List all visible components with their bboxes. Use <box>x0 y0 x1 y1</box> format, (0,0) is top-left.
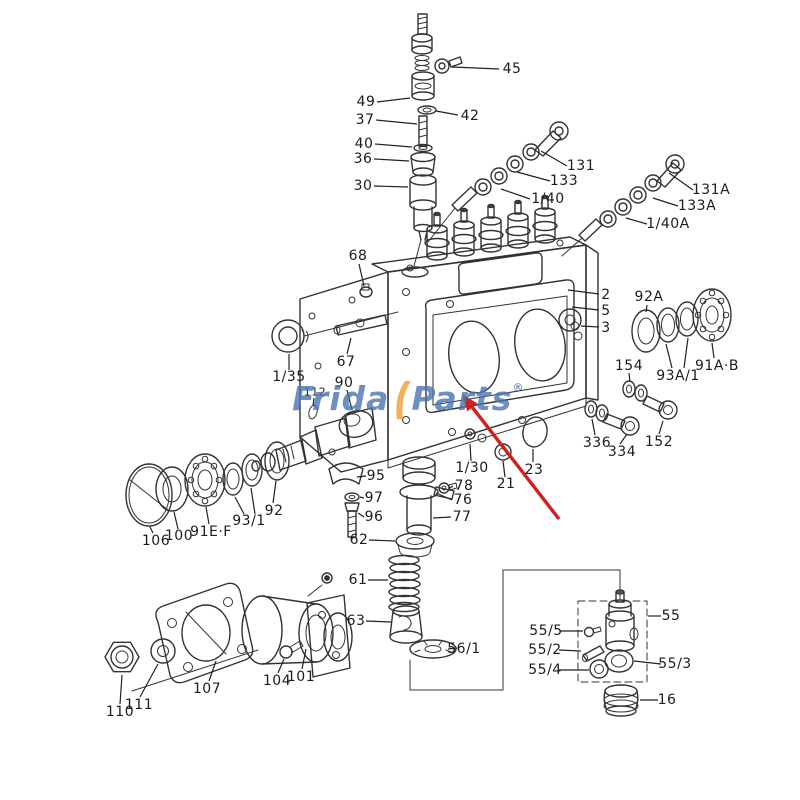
part-label-97: 97 <box>364 490 384 506</box>
watermark-text-right: Parts <box>411 379 513 418</box>
part-label-1-40: 1/40 <box>531 191 565 207</box>
part-label-2: 2 <box>601 287 611 303</box>
part-label-131A: 131A <box>691 182 731 198</box>
watermark-registered-mark: ® <box>512 381 525 394</box>
part-bearing-row-left <box>126 442 289 526</box>
part-label-55-4: 55/4 <box>528 662 562 678</box>
part-label-40: 40 <box>354 136 374 152</box>
part-bearing-row-right <box>632 289 731 352</box>
part-label-56-1: 56/1 <box>447 641 481 657</box>
part-label-111: 111 <box>124 697 154 713</box>
part-label-96: 96 <box>364 509 384 525</box>
part-label-61: 61 <box>348 572 368 588</box>
part-label-154: 154 <box>614 358 644 374</box>
part-label-5: 5 <box>601 303 611 319</box>
part-label-336: 336 <box>582 435 612 451</box>
part-label-68: 68 <box>348 248 368 264</box>
part-label-21: 21 <box>496 476 516 492</box>
part-bearing-cap-group <box>329 463 363 537</box>
part-label-133: 133 <box>549 173 579 189</box>
part-label-93-1: 93/1 <box>232 513 266 529</box>
part-washer-56-1 <box>410 640 456 658</box>
part-label-45: 45 <box>502 61 522 77</box>
part-label-1-35: 1/35 <box>272 369 306 385</box>
part-label-110: 110 <box>105 704 135 720</box>
part-label-23: 23 <box>524 462 544 478</box>
watermark-flame-icon <box>396 381 412 419</box>
part-label-133A: 133A <box>677 198 717 214</box>
part-valve-assembly-55 <box>410 570 647 716</box>
part-label-92: 92 <box>264 503 284 519</box>
pump-body <box>272 194 598 473</box>
part-spring-61 <box>308 556 420 612</box>
part-bolt-group-right <box>585 381 677 435</box>
part-label-36: 36 <box>353 151 373 167</box>
part-label-104: 104 <box>262 673 292 689</box>
part-label-334: 334 <box>607 444 637 460</box>
part-label-67: 67 <box>336 354 356 370</box>
red-arrow-annotation <box>462 394 559 519</box>
part-label-90: 90 <box>334 375 354 391</box>
part-label-55-2: 55/2 <box>528 642 562 658</box>
part-label-112: 112 <box>303 385 327 399</box>
part-label-92A: 92A <box>634 289 664 305</box>
part-label-95: 95 <box>366 468 386 484</box>
part-label-93A-1: 93A/1 <box>656 368 700 384</box>
part-label-76: 76 <box>453 492 473 508</box>
part-label-78: 78 <box>454 478 474 494</box>
part-label-91E-F: 91E·F <box>190 524 232 540</box>
part-label-62: 62 <box>349 532 369 548</box>
part-label-55-5: 55/5 <box>529 623 563 639</box>
part-label-100: 100 <box>164 528 194 544</box>
part-label-101: 101 <box>286 669 316 685</box>
leader-lines <box>120 67 714 704</box>
part-label-16: 16 <box>657 692 677 708</box>
part-label-91A-B: 91A·B <box>695 358 739 374</box>
part-label-3: 3 <box>601 320 611 336</box>
part-label-152: 152 <box>644 434 674 450</box>
watermark: Frida Parts ® <box>292 379 524 421</box>
part-tappet-63 <box>390 606 422 643</box>
part-label-1-40A: 1/40A <box>646 216 690 232</box>
part-label-107: 107 <box>192 681 222 697</box>
part-camshaft <box>252 408 376 471</box>
part-label-1-30: 1/30 <box>455 460 489 476</box>
part-flange-assembly-107 <box>105 583 352 691</box>
part-label-49: 49 <box>356 94 376 110</box>
watermark-text-left: Frida <box>292 379 390 418</box>
part-label-55-3: 55/3 <box>658 656 692 672</box>
part-injector-assembly <box>410 14 462 266</box>
part-label-106: 106 <box>141 533 171 549</box>
part-label-131: 131 <box>566 158 596 174</box>
part-label-77: 77 <box>452 509 472 525</box>
part-label-63: 63 <box>346 613 366 629</box>
part-label-37: 37 <box>355 112 375 128</box>
part-pipe-assembly-131 <box>428 122 568 242</box>
part-label-55: 55 <box>661 608 681 624</box>
part-label-42: 42 <box>460 108 480 124</box>
part-pipe-assembly-131A <box>562 155 684 256</box>
part-plunger-assembly <box>396 457 457 557</box>
part-label-30: 30 <box>353 178 373 194</box>
